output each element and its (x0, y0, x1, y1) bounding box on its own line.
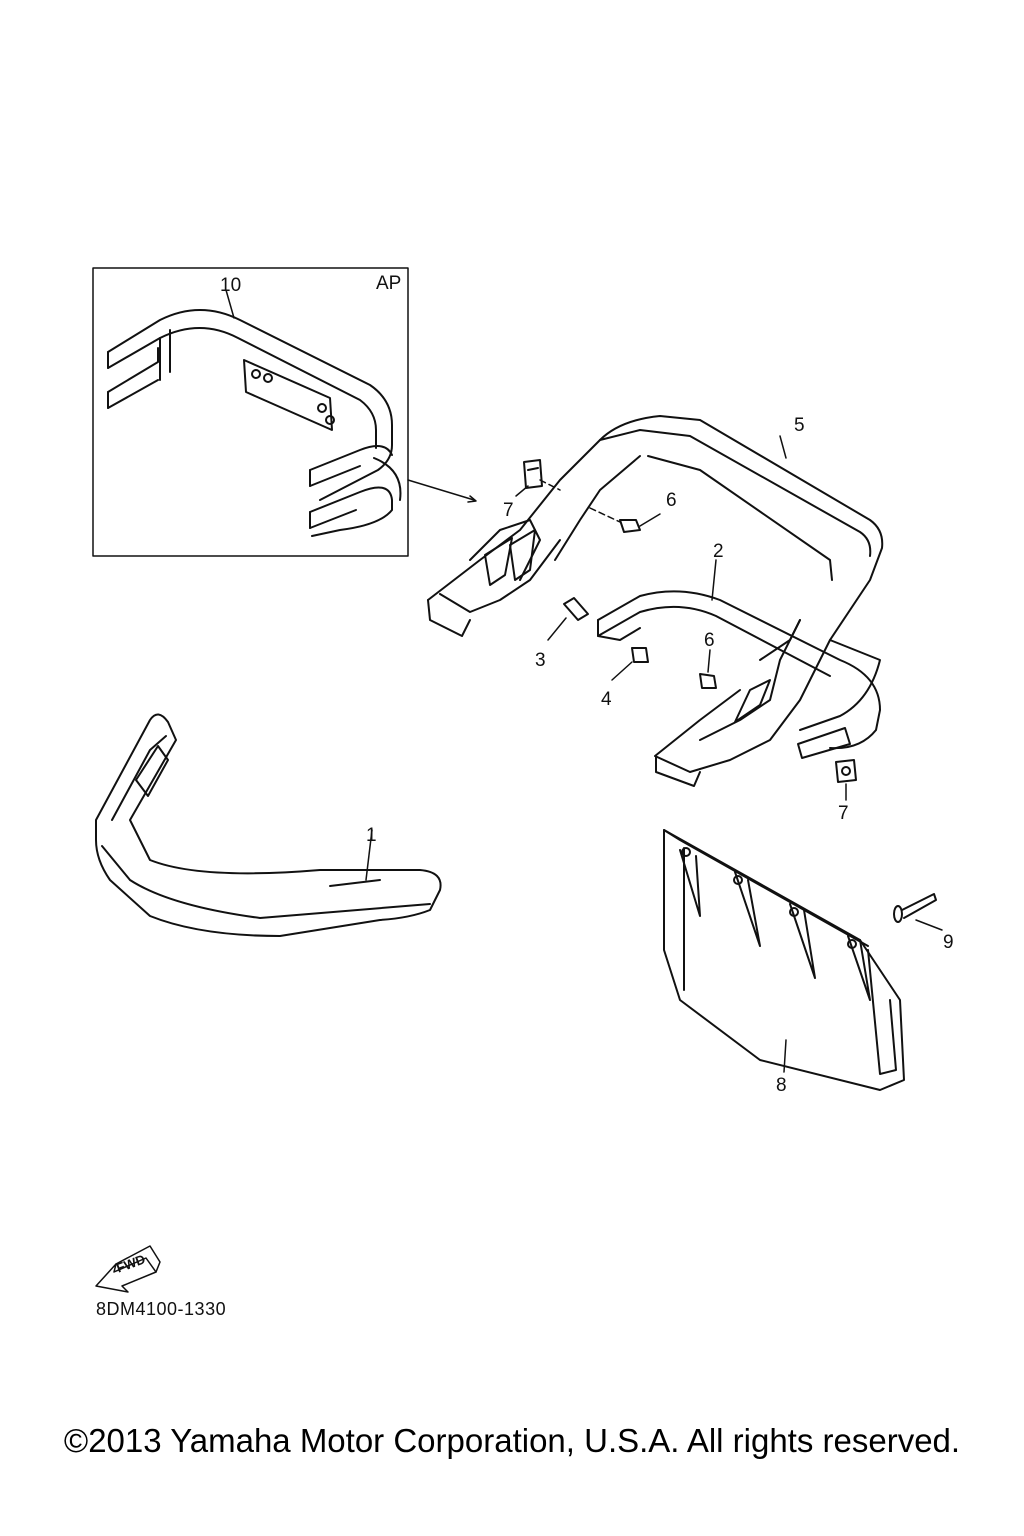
inset-tag: AP (376, 273, 402, 294)
callout-7-upper: 7 (503, 500, 514, 521)
callout-1: 1 (366, 825, 377, 846)
callout-3: 3 (535, 650, 546, 671)
callout-6-lower: 6 (704, 630, 715, 651)
part-5-rear-frame (427, 415, 884, 787)
fwd-arrow-icon (95, 1245, 161, 1293)
callout-9: 9 (943, 932, 954, 953)
part-6-bolt-a (589, 507, 661, 533)
part-1-front-bumper (95, 713, 442, 937)
part-4-bolt (611, 647, 649, 681)
callout-10: 10 (220, 275, 242, 296)
part-7-clip-bottom (835, 759, 857, 801)
callout-7-lower: 7 (838, 803, 849, 824)
callout-4: 4 (601, 689, 612, 710)
part-9-rivet (893, 893, 943, 931)
callout-5: 5 (794, 415, 805, 436)
part-7-clip-top (515, 459, 561, 497)
copyright-notice: ©2013 Yamaha Motor Corporation, U.S.A. A… (63, 1422, 961, 1459)
part-6-bolt-b (699, 649, 717, 689)
inset-box (92, 267, 477, 557)
part-8-skid-plate (663, 829, 905, 1091)
part-3-bolt (547, 597, 589, 641)
diagram-code: 8DM4100-1330 (96, 1299, 227, 1319)
callout-2: 2 (713, 541, 724, 562)
callout-8: 8 (776, 1075, 787, 1096)
callout-6-upper: 6 (666, 490, 677, 511)
part-2-bracket (597, 559, 881, 759)
part-10-rear-bumper-accessory (107, 289, 402, 537)
